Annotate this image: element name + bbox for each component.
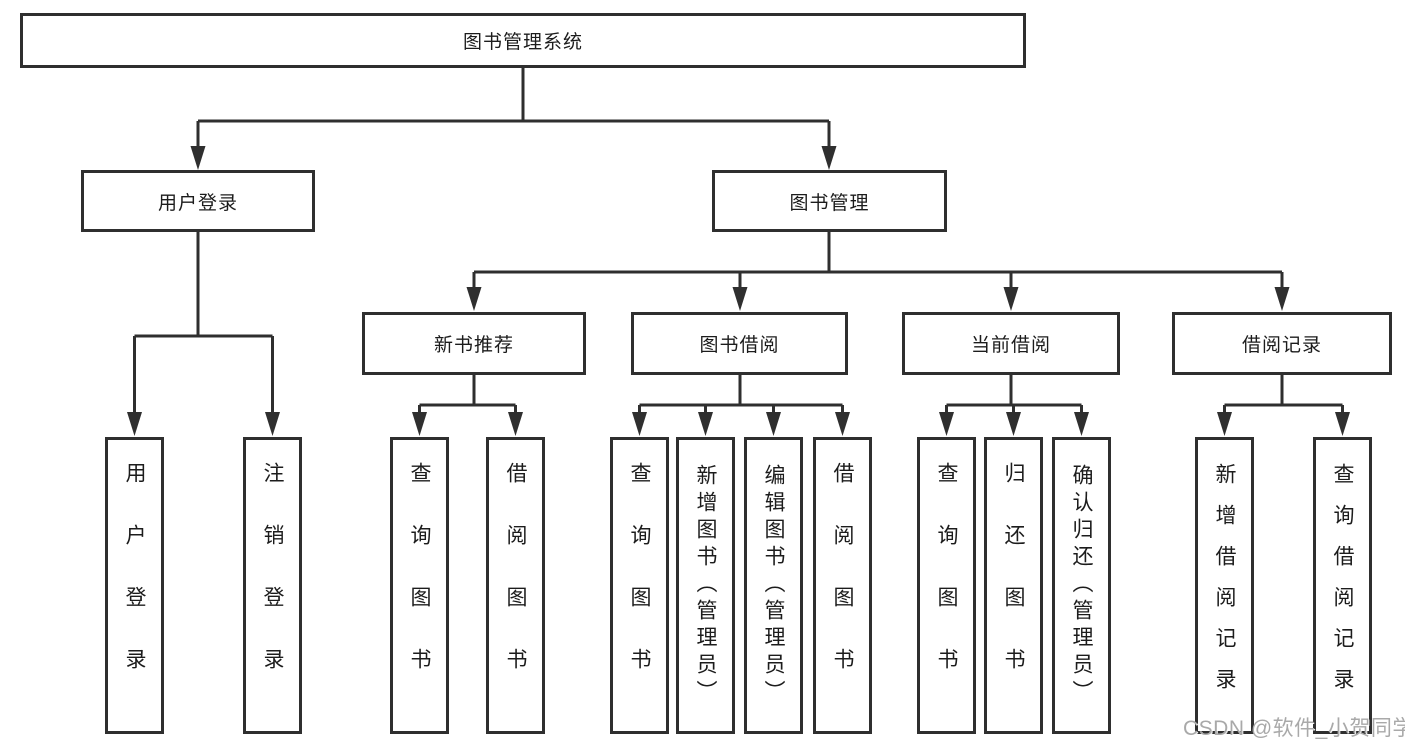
node-label: 编辑图书（管理员）	[762, 464, 785, 707]
node-label: 图书借阅	[699, 335, 780, 356]
node-label: 查询图书	[408, 461, 431, 710]
node-label: 图书管理	[789, 192, 870, 214]
node-label: 查询图书	[628, 461, 651, 710]
node-label: 用户登录	[123, 461, 146, 710]
leaf-edit-book-admin: 编辑图书（管理员）	[744, 437, 803, 734]
leaf-confirm-return-admin: 确认归还（管理员）	[1052, 437, 1111, 734]
node-label: 确认归还（管理员）	[1070, 464, 1093, 707]
node-label: 借阅图书	[504, 461, 527, 710]
leaf-add-borrow-record: 新增借阅记录	[1195, 437, 1254, 734]
leaf-query-books-current: 查询图书	[917, 437, 976, 734]
node-label: 借阅记录	[1241, 335, 1322, 356]
node-label: 查询图书	[935, 461, 958, 710]
node-label: 归还图书	[1002, 461, 1025, 710]
node-label: 新书推荐	[433, 335, 514, 356]
node-label: 新增图书（管理员）	[694, 464, 717, 707]
leaf-query-borrow-record: 查询借阅记录	[1313, 437, 1372, 734]
node-label: 当前借阅	[970, 335, 1051, 356]
node-new-book-recommendation: 新书推荐	[362, 312, 586, 375]
node-user-login-module: 用户登录	[81, 170, 315, 232]
leaf-add-book-admin: 新增图书（管理员）	[676, 437, 735, 734]
node-label: 查询借阅记录	[1331, 462, 1354, 709]
node-library-management-system: 图书管理系统	[20, 13, 1026, 68]
node-label: 用户登录	[157, 192, 238, 214]
node-book-borrowing: 图书借阅	[631, 312, 848, 375]
leaf-user-login: 用户登录	[105, 437, 164, 734]
csdn-watermark: CSDN @软件_小贺同学	[1183, 717, 1405, 740]
leaf-logout: 注销登录	[243, 437, 302, 734]
leaf-borrow-books-recommend: 借阅图书	[486, 437, 545, 734]
node-label: 借阅图书	[831, 461, 854, 710]
leaf-borrow-books: 借阅图书	[813, 437, 872, 734]
leaf-return-books: 归还图书	[984, 437, 1043, 734]
node-book-management: 图书管理	[712, 170, 947, 232]
leaf-query-books-recommend: 查询图书	[390, 437, 449, 734]
node-label: 新增借阅记录	[1213, 462, 1236, 709]
node-current-borrowing: 当前借阅	[902, 312, 1120, 375]
node-borrowing-records: 借阅记录	[1172, 312, 1392, 375]
node-label: 注销登录	[261, 461, 284, 710]
leaf-query-books-borrow: 查询图书	[610, 437, 669, 734]
node-label: 图书管理系统	[462, 32, 583, 53]
